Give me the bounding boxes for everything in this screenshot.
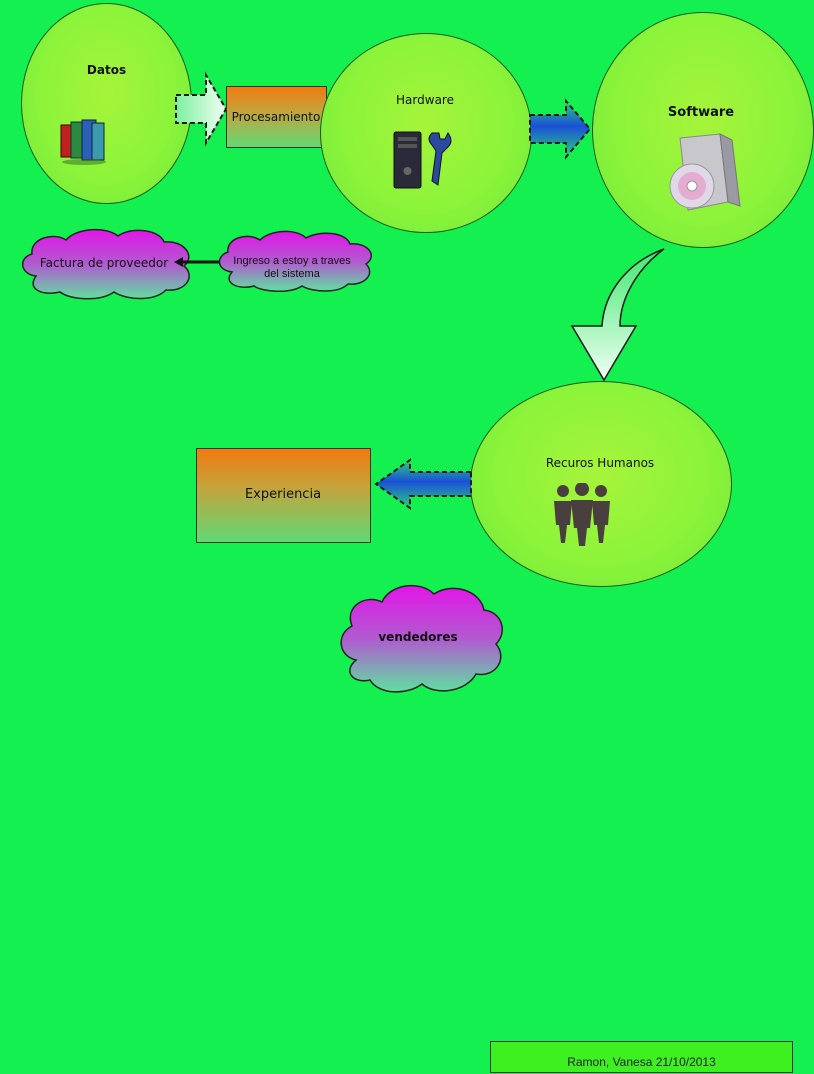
software-disc-box-icon <box>666 132 748 216</box>
datos-label: Datos <box>60 63 153 77</box>
arrow-software-recursos <box>568 246 672 382</box>
author-date-box: Ramon, Vanesa 21/10/2013 <box>490 1041 793 1073</box>
hardware-label: Hardware <box>372 93 478 107</box>
arrow-datos-procesamiento <box>174 72 228 146</box>
arrow-recursos-experiencia <box>374 458 472 510</box>
datos-node <box>21 3 192 204</box>
vendedores-label: vendedores <box>356 630 480 644</box>
computer-tower-wrench-icon <box>392 129 454 191</box>
books-icon <box>58 117 108 165</box>
ingreso-label: Ingreso a estoy a traves del sistema <box>226 255 358 281</box>
author-date-label: Ramon, Vanesa 21/10/2013 <box>491 1055 792 1069</box>
procesamiento-label: Procesamiento <box>226 110 326 124</box>
software-label: Software <box>648 105 754 120</box>
recursos-humanos-label: Recuros Humanos <box>525 456 675 470</box>
factura-label: Factura de proveedor <box>24 256 184 270</box>
arrow-hardware-software <box>528 98 592 160</box>
experiencia-label: Experiencia <box>196 487 370 502</box>
people-group-icon <box>551 483 613 547</box>
